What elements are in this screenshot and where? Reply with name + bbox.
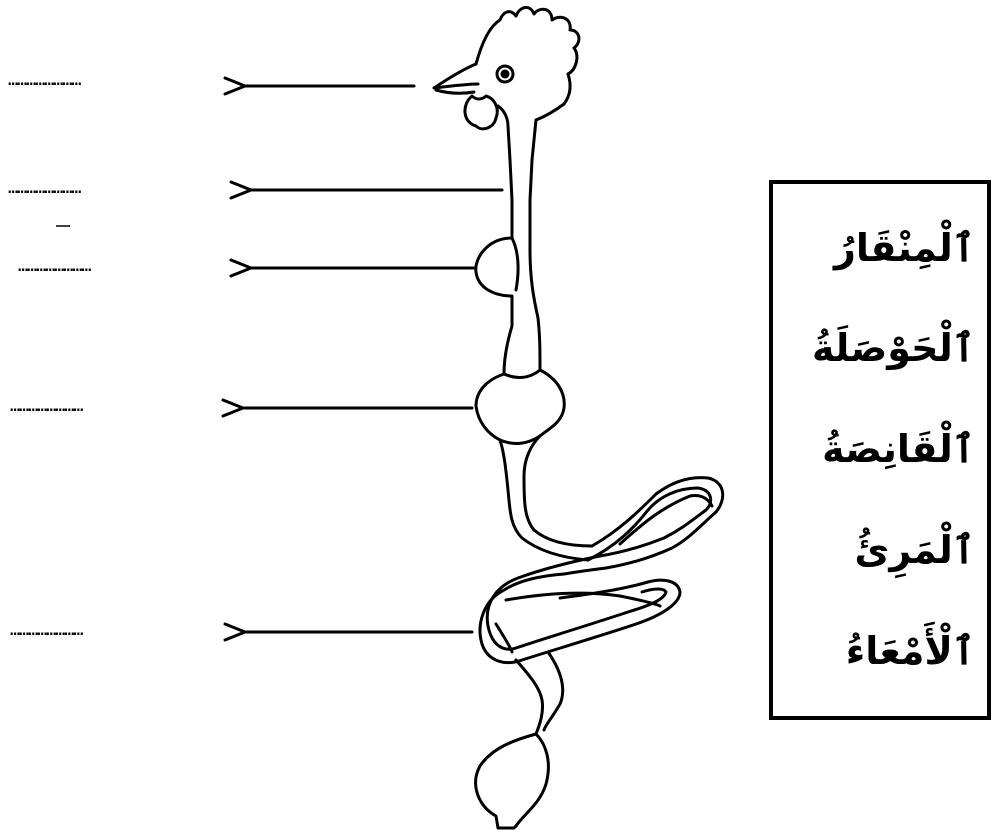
word-gizzard[interactable]: ٱلْقَانِصَةُ — [822, 427, 975, 472]
intestine-upper — [562, 476, 725, 576]
chicken-wattle — [463, 94, 499, 131]
answer-blank-gizzard[interactable]: …………………… — [10, 396, 83, 416]
chicken-eye — [495, 64, 515, 84]
word-crop[interactable]: ٱلْحَوْصَلَةُ — [811, 326, 975, 371]
answer-blank-esophagus[interactable]: …………………… — [8, 178, 81, 198]
word-bank: ٱلْمِنْقَارُ ٱلْحَوْصَلَةُ ٱلْقَانِصَةُ … — [769, 180, 991, 720]
digestive-tract — [474, 118, 725, 830]
chicken-comb — [474, 6, 581, 76]
chicken-head — [432, 6, 581, 131]
chicken-beak — [432, 62, 480, 90]
word-esophagus[interactable]: ٱلْمَرِئُ — [854, 527, 975, 572]
answer-blank-crop[interactable]: …………………… — [18, 256, 91, 276]
cloaca — [474, 732, 538, 830]
answer-blank-beak[interactable]: …………………… — [8, 70, 81, 90]
gizzard — [502, 368, 542, 379]
word-intestines[interactable]: ٱلْأَمْعَاءُ — [845, 628, 975, 673]
crop — [510, 236, 520, 292]
answer-blank-intestines[interactable]: …………………… — [10, 620, 83, 640]
word-beak[interactable]: ٱلْمِنْقَارُ — [833, 225, 975, 270]
label-arrows — [221, 76, 504, 642]
